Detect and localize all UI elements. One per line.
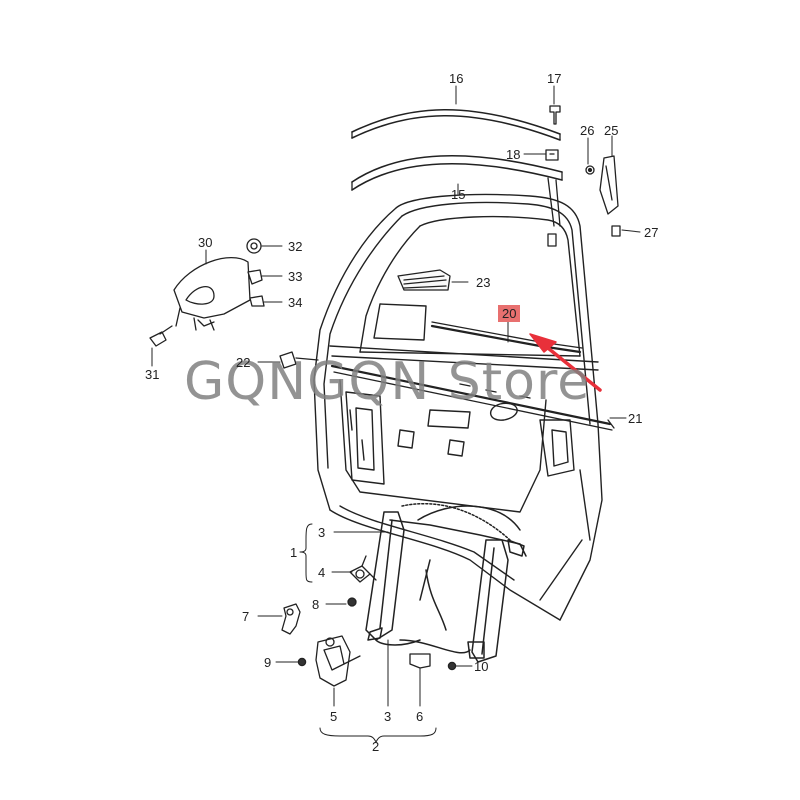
screw-26 bbox=[585, 165, 595, 175]
mirror-cover bbox=[173, 257, 251, 331]
nut-9 bbox=[297, 657, 307, 667]
grommet-32 bbox=[246, 238, 262, 254]
part-label-18: 18 bbox=[506, 147, 521, 162]
part-label-25: 25 bbox=[604, 123, 619, 138]
part-label-30: 30 bbox=[198, 235, 213, 250]
part-label-27: 27 bbox=[644, 225, 659, 240]
nut-10 bbox=[447, 661, 457, 671]
part-label-9: 9 bbox=[264, 655, 272, 670]
part-label-3-top: 3 bbox=[318, 525, 326, 540]
outer-window-seal bbox=[330, 364, 615, 431]
part-label-22: 22 bbox=[236, 355, 251, 370]
part-label-2: 2 bbox=[372, 739, 380, 754]
crank-handle bbox=[349, 555, 377, 583]
clip-34 bbox=[249, 295, 265, 307]
door-shell bbox=[313, 193, 603, 621]
part-label-21: 21 bbox=[628, 411, 643, 426]
part-label-1: 1 bbox=[290, 545, 298, 560]
part-label-20: 20 bbox=[498, 305, 521, 322]
pillar-trim bbox=[599, 155, 619, 215]
highlight-arrow bbox=[529, 333, 602, 392]
window-regulator bbox=[365, 502, 527, 663]
part-label-5: 5 bbox=[330, 709, 338, 724]
pin-17 bbox=[549, 105, 561, 125]
part-label-6: 6 bbox=[416, 709, 424, 724]
leader-lines bbox=[151, 85, 641, 743]
window-guide bbox=[397, 269, 451, 291]
inner-window-seal bbox=[430, 321, 583, 354]
window-motor bbox=[315, 635, 361, 687]
nut bbox=[347, 597, 357, 607]
part-label-15: 15 bbox=[451, 187, 466, 202]
part-label-32: 32 bbox=[288, 239, 303, 254]
clip-33 bbox=[247, 269, 263, 285]
part-label-7: 7 bbox=[242, 609, 250, 624]
part-label-10: 10 bbox=[474, 659, 489, 674]
clip-18 bbox=[545, 149, 559, 161]
bolt-31 bbox=[149, 325, 173, 347]
part-label-16: 16 bbox=[449, 71, 464, 86]
door-frame-trim bbox=[351, 154, 563, 227]
part-label-3-bottom: 3 bbox=[384, 709, 392, 724]
part-label-34: 34 bbox=[288, 295, 303, 310]
clip-27 bbox=[611, 225, 621, 237]
handle-screw bbox=[281, 603, 301, 635]
part-label-17: 17 bbox=[547, 71, 562, 86]
corner-stop bbox=[547, 233, 557, 247]
bolt-22 bbox=[279, 351, 319, 369]
part-label-23: 23 bbox=[476, 275, 491, 290]
part-label-31: 31 bbox=[145, 367, 160, 382]
upper-frame-molding bbox=[351, 109, 561, 141]
part-label-26: 26 bbox=[580, 123, 595, 138]
part-label-8: 8 bbox=[312, 597, 320, 612]
store-watermark: GQNGQN Store bbox=[184, 352, 591, 412]
part-label-33: 33 bbox=[288, 269, 303, 284]
clip bbox=[409, 653, 431, 669]
part-label-4: 4 bbox=[318, 565, 326, 580]
